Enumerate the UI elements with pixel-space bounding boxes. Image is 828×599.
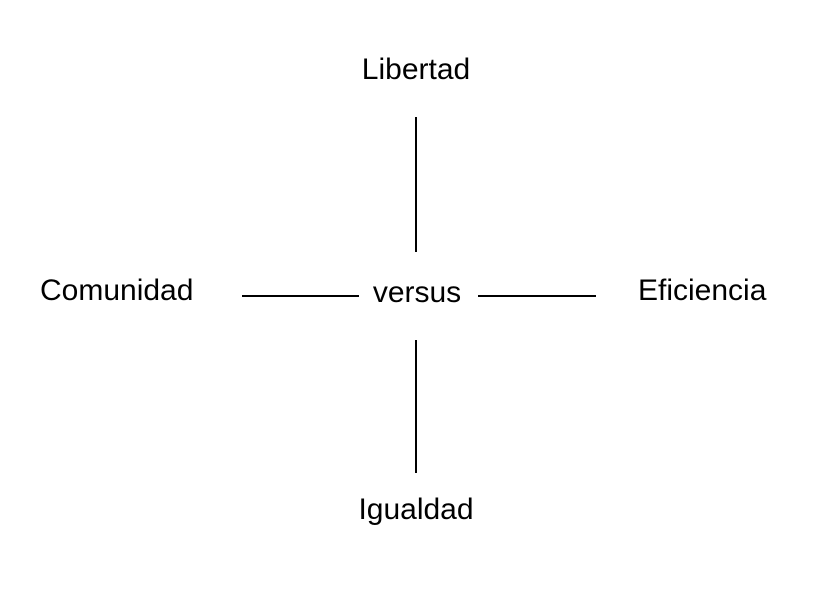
connector-right [478,295,596,297]
connector-bottom [415,340,417,473]
label-left: Comunidad [40,274,194,307]
label-bottom: Igualdad [358,493,474,526]
connector-top [415,117,417,252]
label-top: Libertad [361,53,471,86]
label-right: Eficiencia [638,274,767,307]
label-center: versus [372,276,462,309]
connector-left [242,295,359,297]
